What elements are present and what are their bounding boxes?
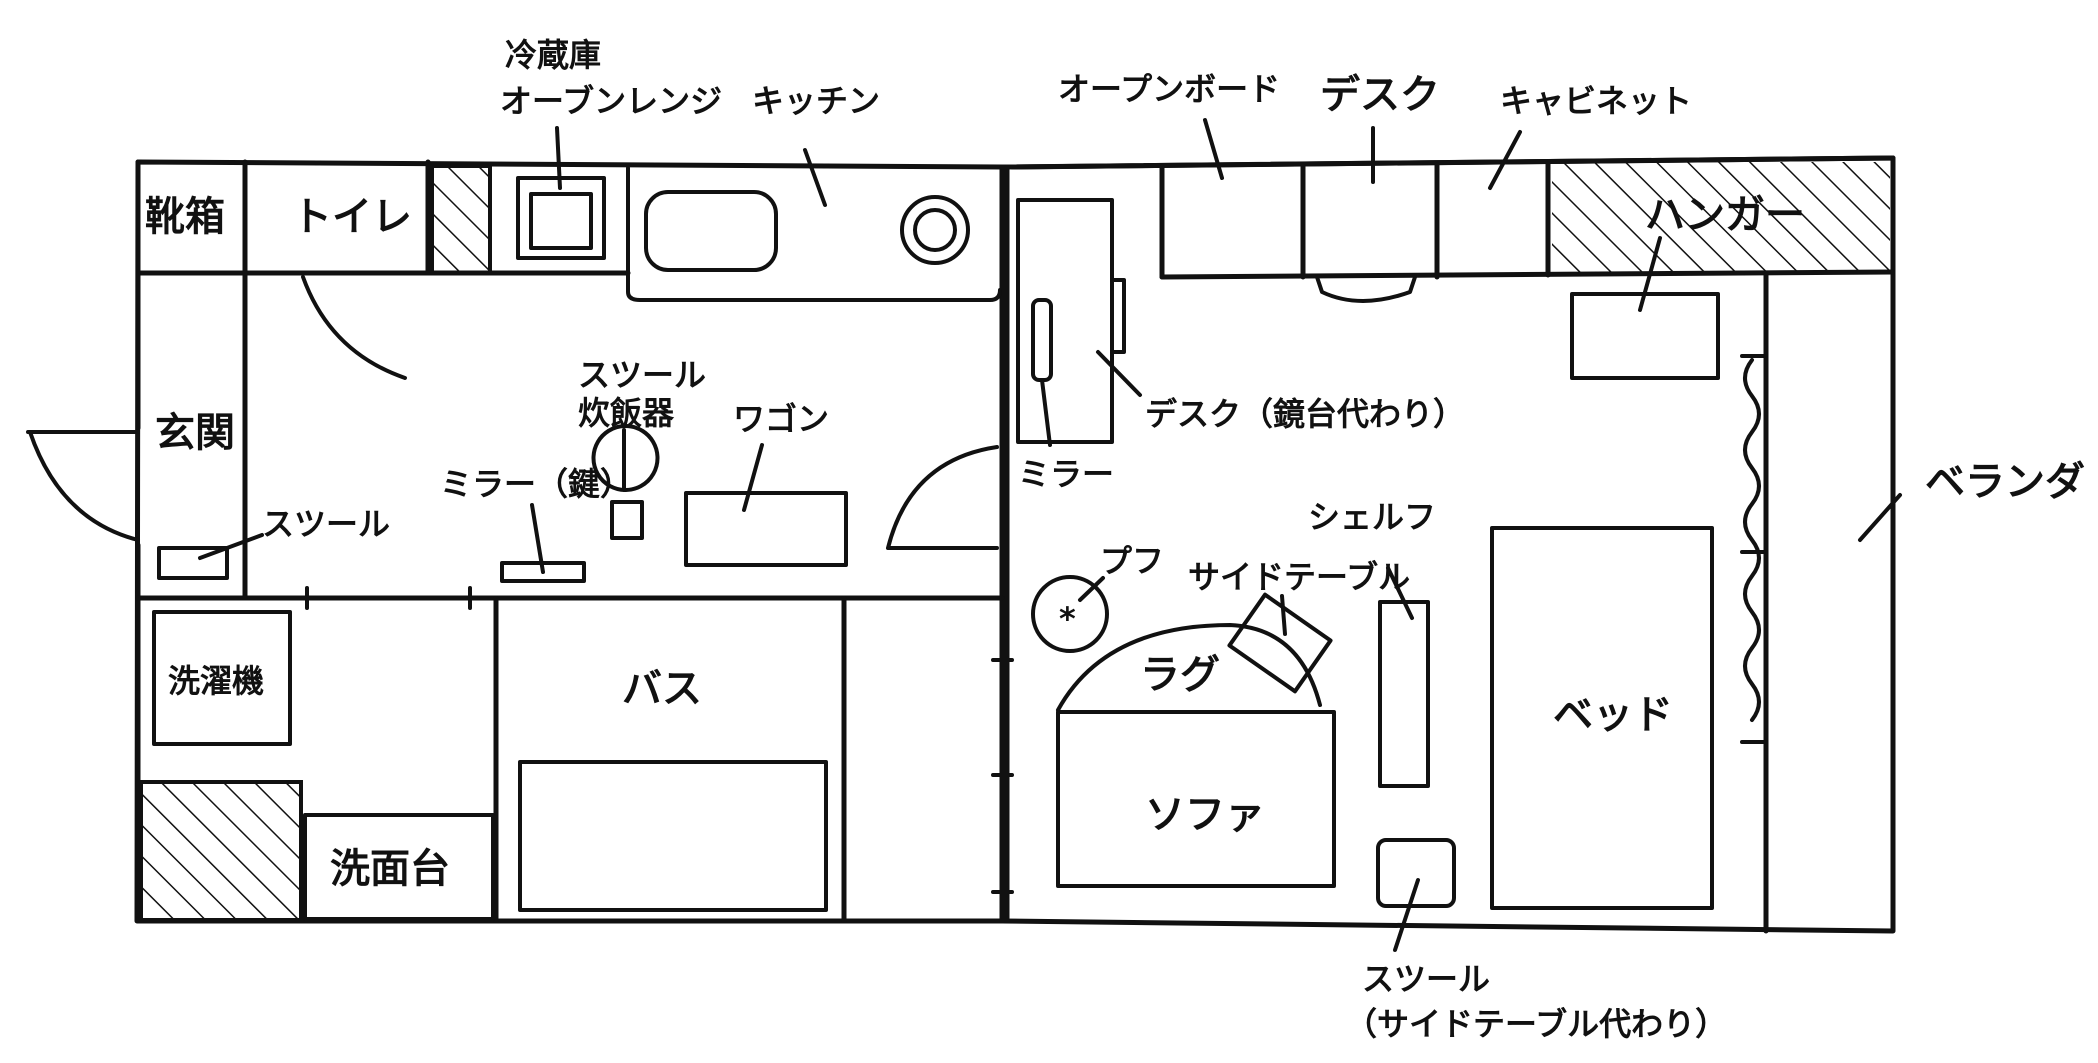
labels: 靴箱 トイレ 冷蔵庫 オーブンレンジ キッチン 玄関 スツール 炊飯器 ワゴン … [145,36,2085,1043]
label-hanger: ハンガー [1645,192,1805,238]
label-fridge-1: 冷蔵庫 [505,36,601,74]
storage-bottom [1159,269,1896,280]
leader-stool-entrance [198,533,264,560]
bed-rect [1490,526,1714,910]
label-shelf: シェルフ [1308,498,1436,536]
rug-shape [1056,623,1322,712]
label-mirror: ミラー [1018,455,1114,493]
rice-cooker [610,500,644,540]
label-stool-rice-1: スツール [578,356,706,394]
label-washing-machine: 洗濯機 [168,662,264,700]
side-table-rect [1227,592,1333,694]
hanger-rect [1570,292,1720,380]
leader-kitchen [803,148,827,207]
toilet-door-swing [301,275,407,380]
label-cabinet: キャビネット [1500,82,1692,120]
stool-entrance-rect [157,546,229,580]
label-toilet: トイレ [292,194,412,240]
label-open-board: オープンボード [1058,70,1280,108]
label-stool-side-1: スツール [1362,960,1490,998]
vanity-mirror [1031,298,1053,382]
hall-door-swing [886,445,999,550]
kitchen-sink [644,190,778,272]
label-pouf: プフ [1100,542,1164,580]
label-bed: ベッド [1553,692,1673,738]
leader-lines [198,118,1902,952]
label-bath: バス [622,666,702,712]
label-wagon: ワゴン [733,400,829,438]
leader-stool-side [1393,878,1420,952]
vanity-chair [1110,278,1126,354]
fridge-inner [529,192,593,250]
label-desk: デスク [1320,72,1440,118]
desk-chair [1315,275,1417,303]
label-side-table: サイドテーブル [1188,558,1410,596]
stove-outer [900,195,970,265]
wagon-rect [684,491,848,567]
label-stool-side-2: （サイドテーブル代わり） [1345,1005,1727,1043]
leader-open-board [1203,118,1224,180]
label-shoe-box: 靴箱 [145,194,225,240]
leader-shelf [1386,566,1414,620]
washstand-rect [303,813,495,921]
label-stool-entrance: スツール [262,505,390,543]
label-fridge-2: オーブンレンジ [500,82,722,120]
label-stool-rice-2: 炊飯器 [578,394,675,432]
label-rug: ラグ [1140,652,1220,698]
leader-mirror [1040,378,1052,447]
hatched-shaft-top [430,164,492,275]
leader-fridge [555,126,562,190]
stool-side-rect [1376,838,1456,908]
label-mirror-key: ミラー（鍵） [440,465,632,503]
right-top-border [1009,155,1896,170]
label-kitchen: キッチン [752,82,880,120]
shelf-rect [1378,600,1430,788]
label-sofa: ソファ [1145,792,1265,838]
leader-hanger [1638,236,1662,312]
kitchen-counter [626,166,1002,302]
leader-wagon [742,443,764,512]
label-washstand: 洗面台 [330,846,450,892]
right-unit: * [991,155,1896,934]
washing-machine-rect [152,610,292,746]
curtain [1743,358,1761,722]
hatched-shaft-bottom [139,780,303,922]
stove-inner [913,208,957,252]
pouf-mark: * [1059,600,1076,638]
pouf-circle [1031,575,1109,653]
label-entrance: 玄関 [155,410,235,456]
leader-veranda [1858,493,1902,542]
bathtub-rect [518,760,828,912]
stool-rice-cooker [591,424,660,492]
label-desk-vanity: デスク（鏡台代わり） [1145,395,1465,433]
leader-vanity-desk [1096,350,1142,397]
leader-cabinet [1488,130,1522,190]
sofa-rect [1056,710,1336,888]
entrance-door-swing [26,430,140,542]
left-unit [26,159,1005,924]
hatched-closet [1552,162,1890,272]
leader-pouf [1078,576,1105,602]
leader-mirror-key [530,503,545,574]
label-veranda: ベランダ [1925,459,2085,505]
leader-side-table [1280,594,1287,636]
vanity-desk-rect [1016,198,1114,444]
